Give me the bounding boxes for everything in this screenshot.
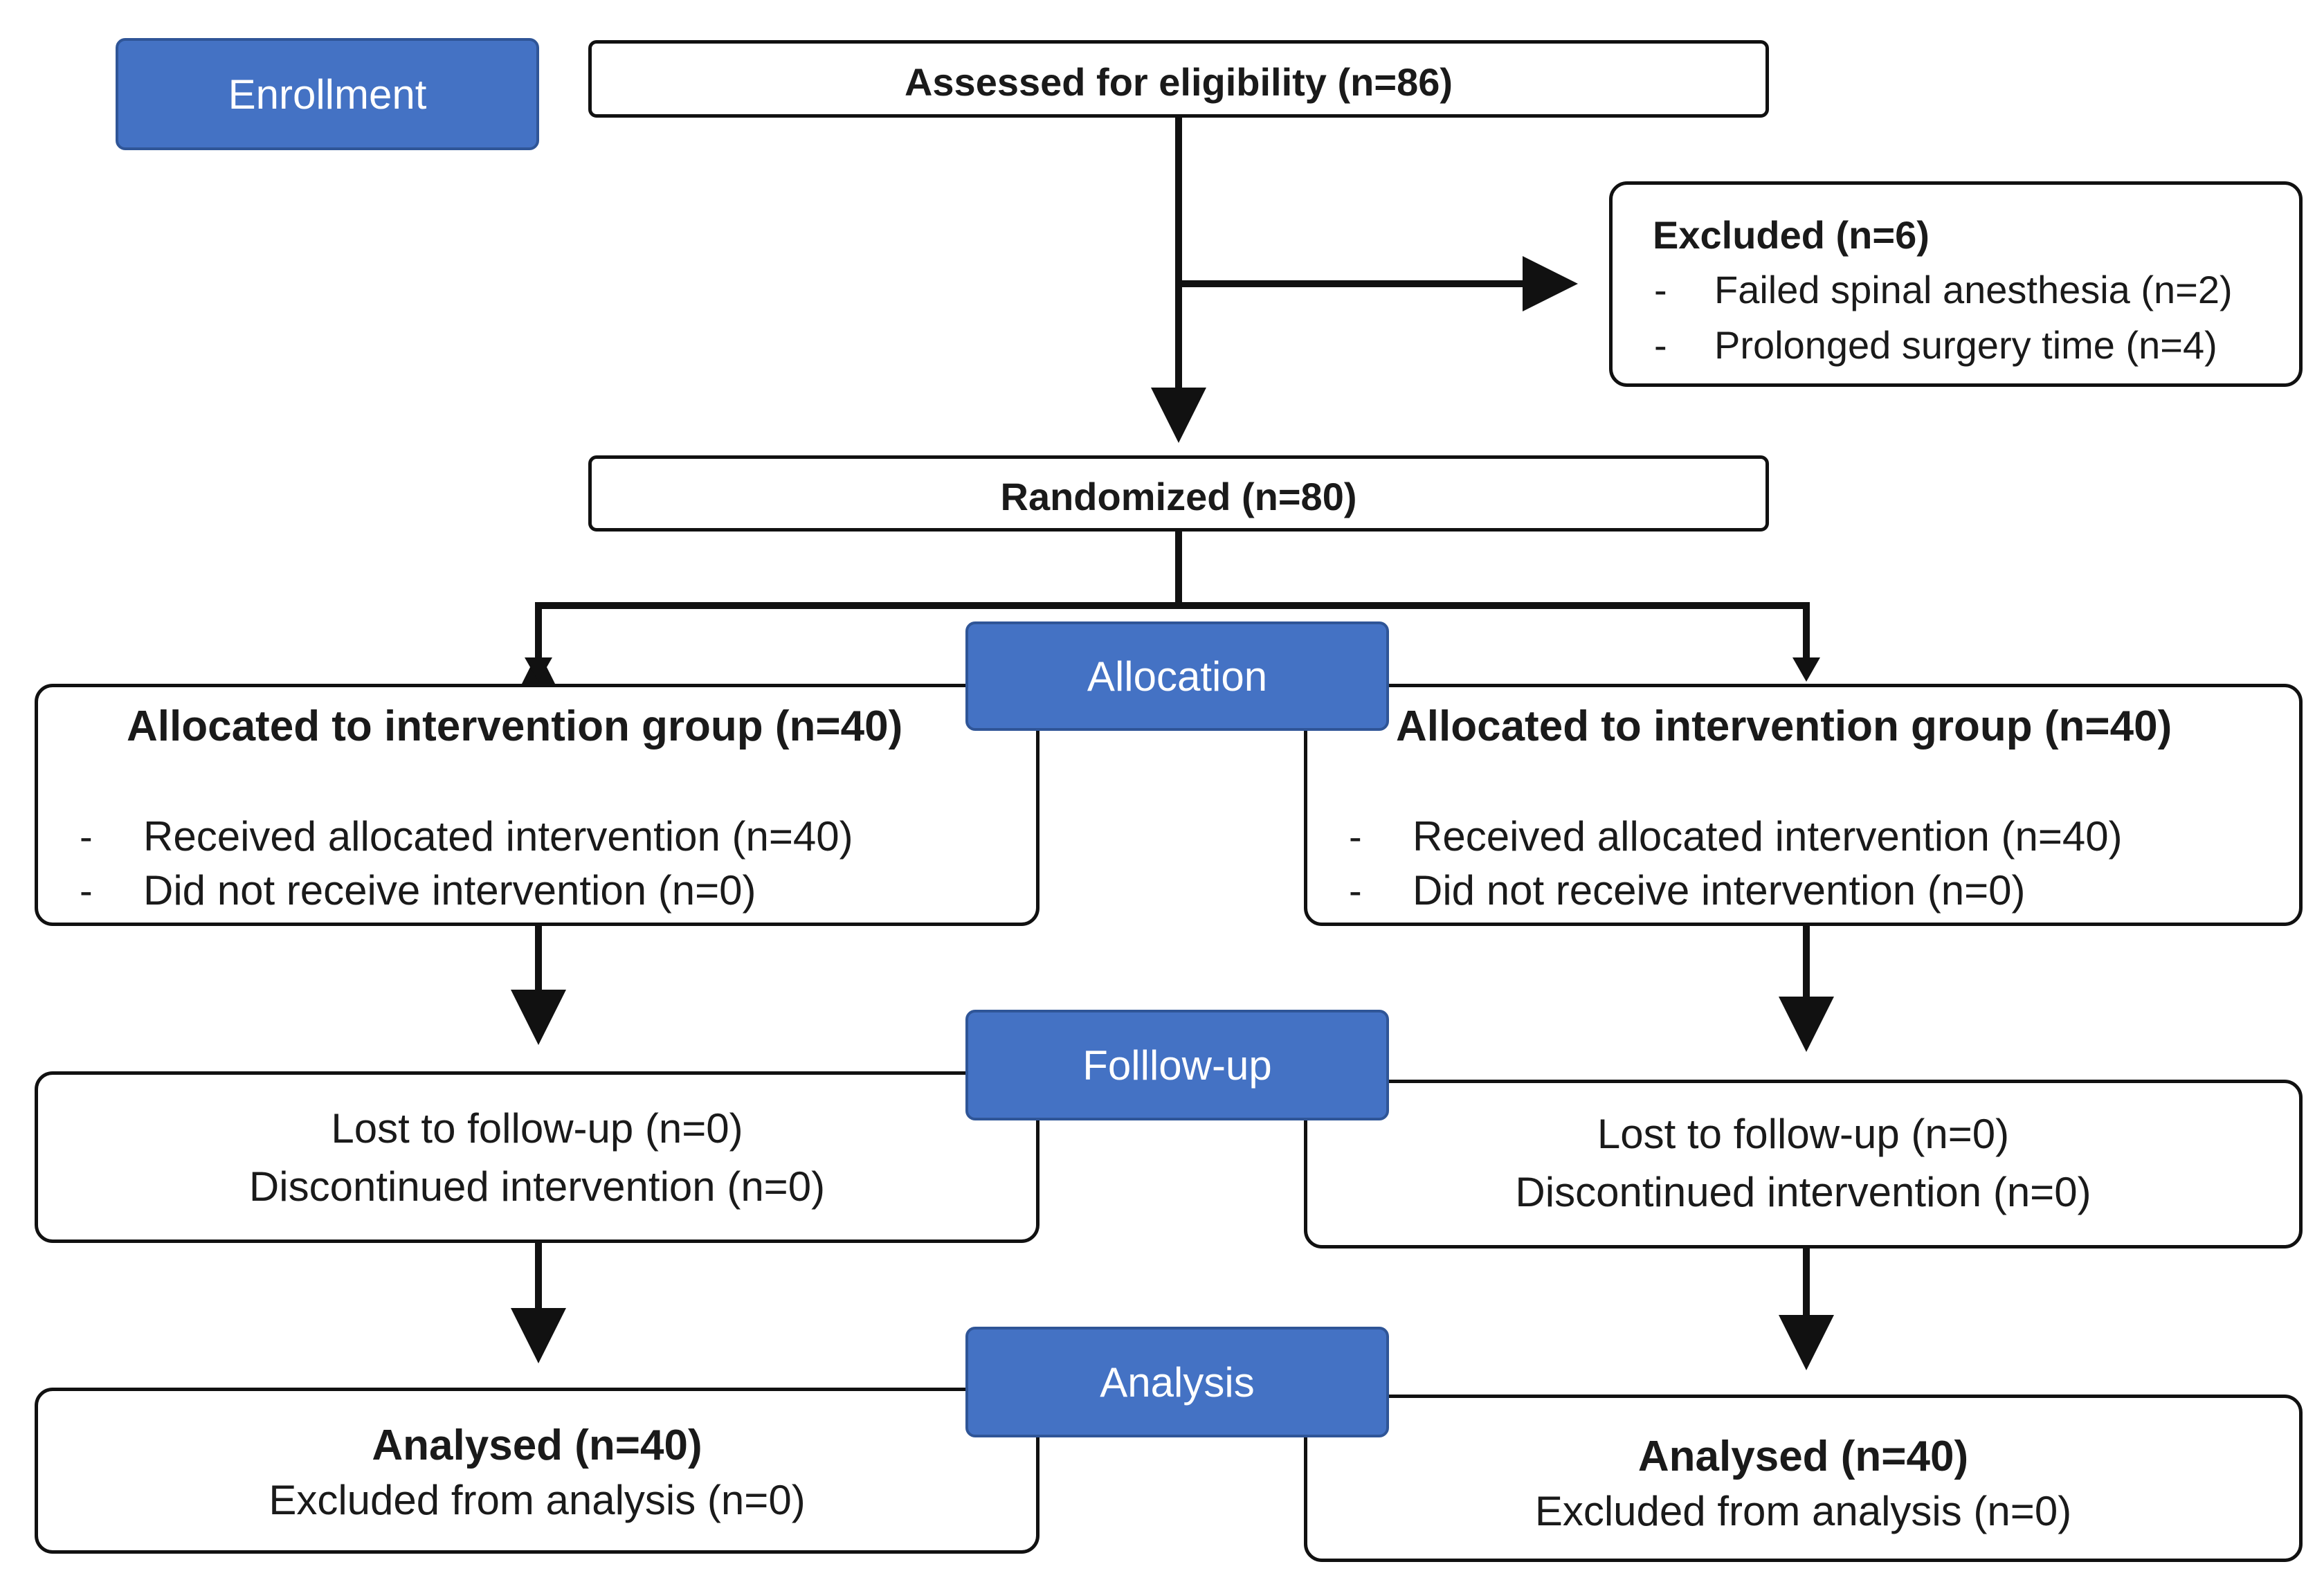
allocated-text: Allocated to intervention group (n=40) <box>127 702 903 750</box>
excluded-title: Excluded (n=6) <box>1653 213 1930 257</box>
arrowhead-right-allocation <box>1792 657 1820 682</box>
lost-text: Lost to follow-up (n=0) <box>331 1105 743 1152</box>
analysed-text: Analysed (n=40) <box>372 1422 702 1469</box>
excluded-analysis-text: Excluded from analysis (n=0) <box>269 1477 806 1523</box>
assessed-box: Assessed for eligibility (n=86) <box>588 40 1769 118</box>
excluded-item: Failed spinal anesthesia (n=2) <box>1714 268 2233 311</box>
stage-label: Enrollment <box>228 71 427 118</box>
stage-allocation: Allocation <box>965 621 1389 731</box>
analysis-box-left: Analysed (n=40) Excluded from analysis (… <box>35 1388 1040 1554</box>
discontinued-text: Discontinued intervention (n=0) <box>1515 1169 2091 1215</box>
received-text: Received allocated intervention (n=40) <box>143 813 853 860</box>
bullet-dash: - <box>1349 815 1362 858</box>
bullet-dash: - <box>80 815 93 858</box>
stage-analysis: Analysis <box>965 1327 1389 1437</box>
randomized-text: Randomized (n=80) <box>1000 475 1357 518</box>
split-line <box>511 602 1810 706</box>
excluded-analysis-text: Excluded from analysis (n=0) <box>1534 1488 2072 1534</box>
stage-followup: Folllow-up <box>965 1010 1389 1120</box>
discontinued-text: Discontinued intervention (n=0) <box>248 1163 826 1210</box>
followup-box-left: Lost to follow-up (n=0) Discontinued int… <box>35 1071 1040 1243</box>
excluded-item: Prolonged surgery time (n=4) <box>1714 323 2217 367</box>
stage-label: Folllow-up <box>1082 1042 1272 1089</box>
arrowhead-left-allocation <box>525 657 552 682</box>
not-received-text: Did not receive intervention (n=0) <box>143 867 756 914</box>
stage-enrollment: Enrollment <box>116 38 539 150</box>
stage-label: Analysis <box>1100 1359 1255 1406</box>
assessed-text: Assessed for eligibility (n=86) <box>904 60 1453 104</box>
followup-box-right: Lost to follow-up (n=0) Discontinued int… <box>1304 1080 2303 1248</box>
not-received-text: Did not receive intervention (n=0) <box>1413 867 2026 914</box>
bullet-dash: - <box>1349 869 1362 912</box>
lost-text: Lost to follow-up (n=0) <box>1597 1111 2010 1157</box>
received-text: Received allocated intervention (n=40) <box>1413 813 2123 860</box>
stage-label: Allocation <box>1087 653 1268 700</box>
allocated-text: Allocated to intervention group (n=40) <box>1396 702 2172 750</box>
allocation-box-right: Allocated to intervention group (n=40) -… <box>1304 684 2303 926</box>
randomized-box: Randomized (n=80) <box>588 455 1769 532</box>
allocation-box-left: Allocated to intervention group (n=40) -… <box>35 684 1040 926</box>
analysis-box-right: Analysed (n=40) Excluded from analysis (… <box>1304 1395 2303 1562</box>
bullet-dash: - <box>1654 323 1667 367</box>
bullet-dash: - <box>1654 268 1667 311</box>
bullet-dash: - <box>80 869 93 912</box>
analysed-text: Analysed (n=40) <box>1637 1433 1969 1480</box>
excluded-box: Excluded (n=6) - Failed spinal anesthesi… <box>1609 181 2303 387</box>
